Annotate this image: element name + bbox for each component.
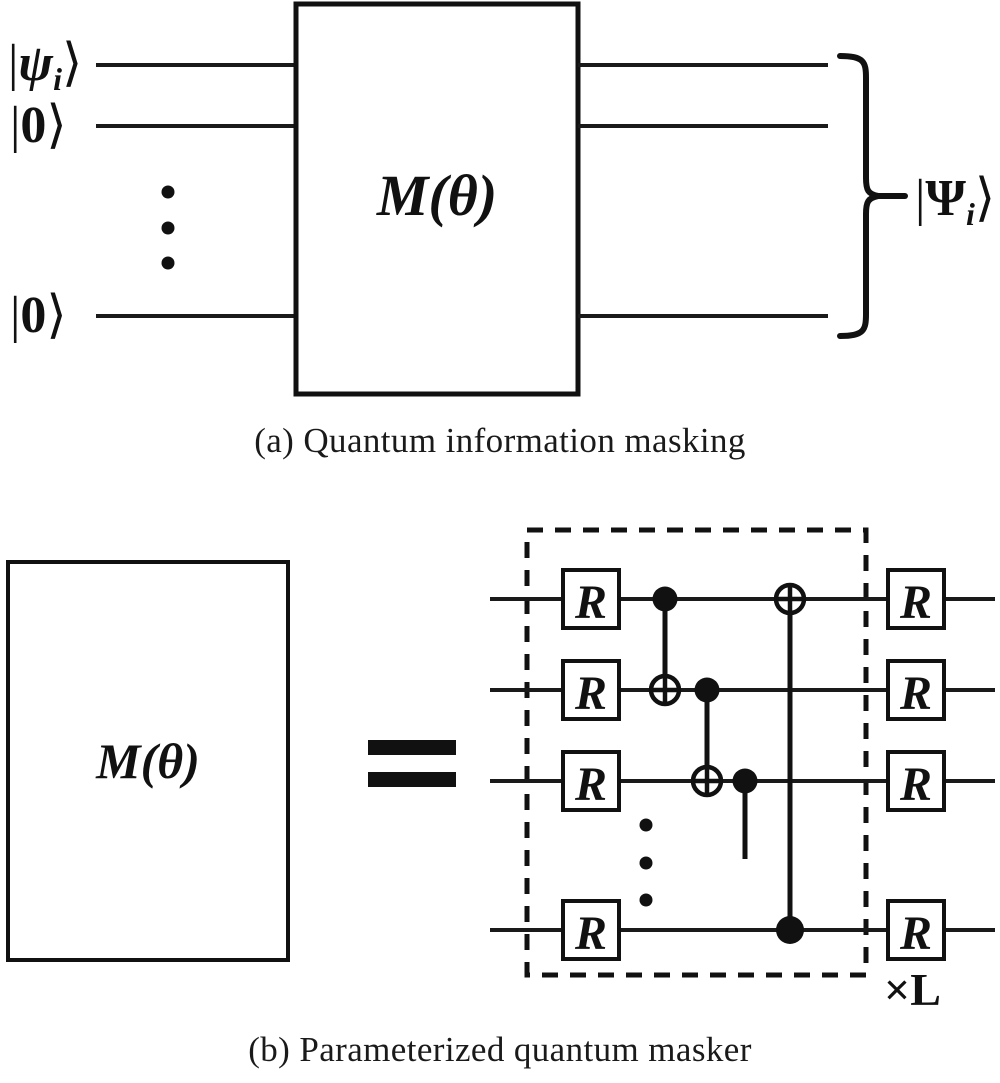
input-ket-psi-text: |ψi⟩ <box>8 35 82 97</box>
input-ket-zero-top-text: |0⟩ <box>10 97 67 154</box>
panel-a-diagram: |ψi⟩ |0⟩ |0⟩ <box>8 1 995 397</box>
masker-gate-box-b <box>6 560 290 962</box>
rotation-gate-label: R <box>574 576 607 629</box>
input-ket-zero-bottom-text: |0⟩ <box>10 287 67 344</box>
cnot-gate-3[interactable] <box>732 768 758 860</box>
output-ket-label: |Ψi⟩ <box>915 170 995 232</box>
rotation-gate-r[interactable]: R <box>561 568 621 630</box>
rotation-gate-label: R <box>899 758 932 811</box>
rotation-gate-label: R <box>574 907 607 960</box>
panel-b-parameterized-quantum-masker: M(θ) R R <box>0 500 1000 1015</box>
rotation-gate-layer-2: R R R R <box>886 568 946 961</box>
rotation-gate-r[interactable]: R <box>886 899 946 961</box>
rotation-gate-r[interactable]: R <box>561 750 621 812</box>
rotation-gate-label: R <box>899 576 932 629</box>
input-ket-zero-bottom: |0⟩ <box>10 287 67 344</box>
rotation-gate-layer-1: R R R R <box>561 568 621 961</box>
rotation-gate-label: R <box>574 667 607 720</box>
cnot-control-dot <box>694 677 720 703</box>
cnot-gate-4[interactable] <box>773 582 807 944</box>
panel-b-diagram: M(θ) R R <box>6 527 995 1015</box>
masker-gate-label-b: M(θ) <box>95 733 200 789</box>
input-vertical-dots <box>161 185 175 270</box>
output-ket-label-text: |Ψi⟩ <box>915 170 995 232</box>
circuit-vertical-dots <box>639 818 653 907</box>
input-ket-zero-top: |0⟩ <box>10 97 67 154</box>
output-brace <box>837 53 908 339</box>
rotation-gate-r[interactable]: R <box>886 750 946 812</box>
rotation-gate-r[interactable]: R <box>561 899 621 961</box>
panel-a-quantum-information-masking: |ψi⟩ |0⟩ |0⟩ <box>0 0 1000 410</box>
panel-a-caption: (a) Quantum information masking <box>254 421 746 460</box>
cnot-control-dot <box>732 768 758 794</box>
input-ket-psi: |ψi⟩ <box>8 35 82 97</box>
rotation-gate-label: R <box>899 667 932 720</box>
masker-gate-box <box>293 1 581 397</box>
cnot-gate-2[interactable] <box>690 677 724 798</box>
equals-sign <box>368 740 456 787</box>
cnot-control-dot <box>652 586 678 612</box>
repeat-block-dashed-border <box>524 527 869 978</box>
panel-b-caption: (b) Parameterized quantum masker <box>248 1030 752 1069</box>
rotation-gate-r[interactable]: R <box>886 568 946 630</box>
cnot-control-dot <box>776 916 804 944</box>
rotation-gate-r[interactable]: R <box>561 659 621 721</box>
rotation-gate-label: R <box>899 907 932 960</box>
cnot-gate-1[interactable] <box>648 586 682 707</box>
rotation-gate-r[interactable]: R <box>886 659 946 721</box>
rotation-gate-label: R <box>574 758 607 811</box>
repeat-label: ×L <box>884 964 941 1015</box>
masker-gate-label: M(θ) <box>376 163 497 228</box>
